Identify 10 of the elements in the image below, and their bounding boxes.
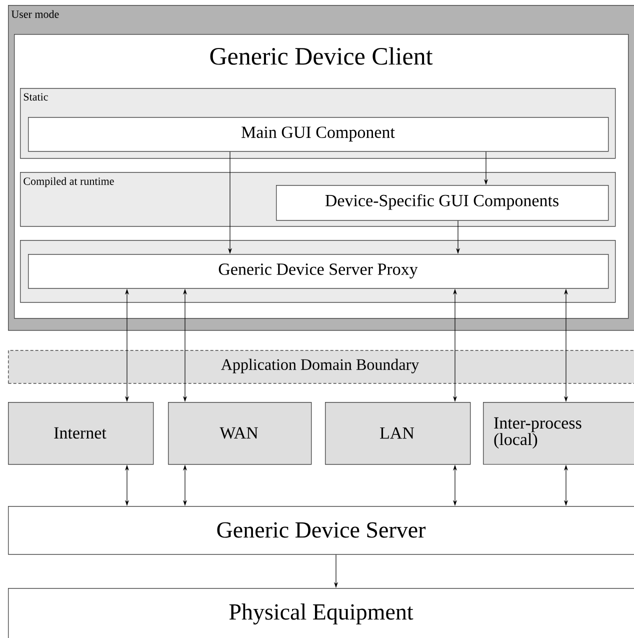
boundary-band: Application Domain Boundary — [8, 350, 634, 384]
equipment-box: Physical Equipment — [8, 588, 634, 638]
transport-box: WAN — [168, 402, 312, 465]
component-box: Main GUI Component — [28, 117, 609, 152]
transport-box: LAN — [325, 402, 471, 465]
component-box: Generic Device Server Proxy — [28, 254, 609, 289]
component-box: Device-Specific GUI Components — [276, 185, 609, 221]
transport-box: Internet — [8, 402, 154, 465]
server-box: Generic Device Server — [8, 506, 634, 555]
transport-box: Inter-process (local) — [483, 402, 634, 465]
